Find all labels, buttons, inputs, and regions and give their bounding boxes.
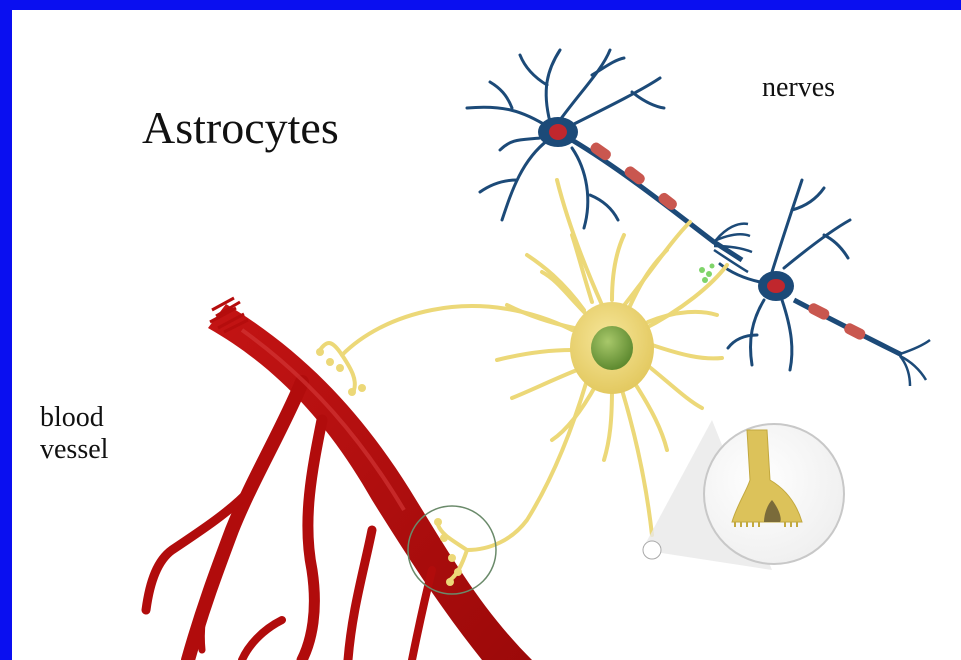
nerves-label: nerves	[762, 72, 835, 104]
vessel-branch	[348, 530, 372, 660]
vessel-branch	[412, 570, 432, 660]
neurons	[467, 50, 930, 386]
neuron-1-nucleus	[549, 124, 567, 140]
blood-vessel-label: blood vessel	[40, 402, 108, 466]
blood-vessel-label-line1: blood	[40, 402, 108, 434]
astrocyte-nucleus	[591, 326, 633, 370]
vessel-branch	[302, 420, 322, 660]
neuron-2-nucleus	[767, 279, 785, 293]
blood-vessel-label-line2: vessel	[40, 434, 108, 466]
axon-terminal	[712, 224, 752, 272]
diagram-title: Astrocytes	[142, 102, 339, 155]
diagram-canvas: Astrocytes nerves blood vessel	[12, 10, 961, 660]
vessel-branch	[242, 620, 282, 660]
neuron-2-axon-terminal	[900, 340, 930, 386]
end-foot-magnifier	[642, 420, 844, 570]
vessel-branch	[146, 490, 250, 610]
